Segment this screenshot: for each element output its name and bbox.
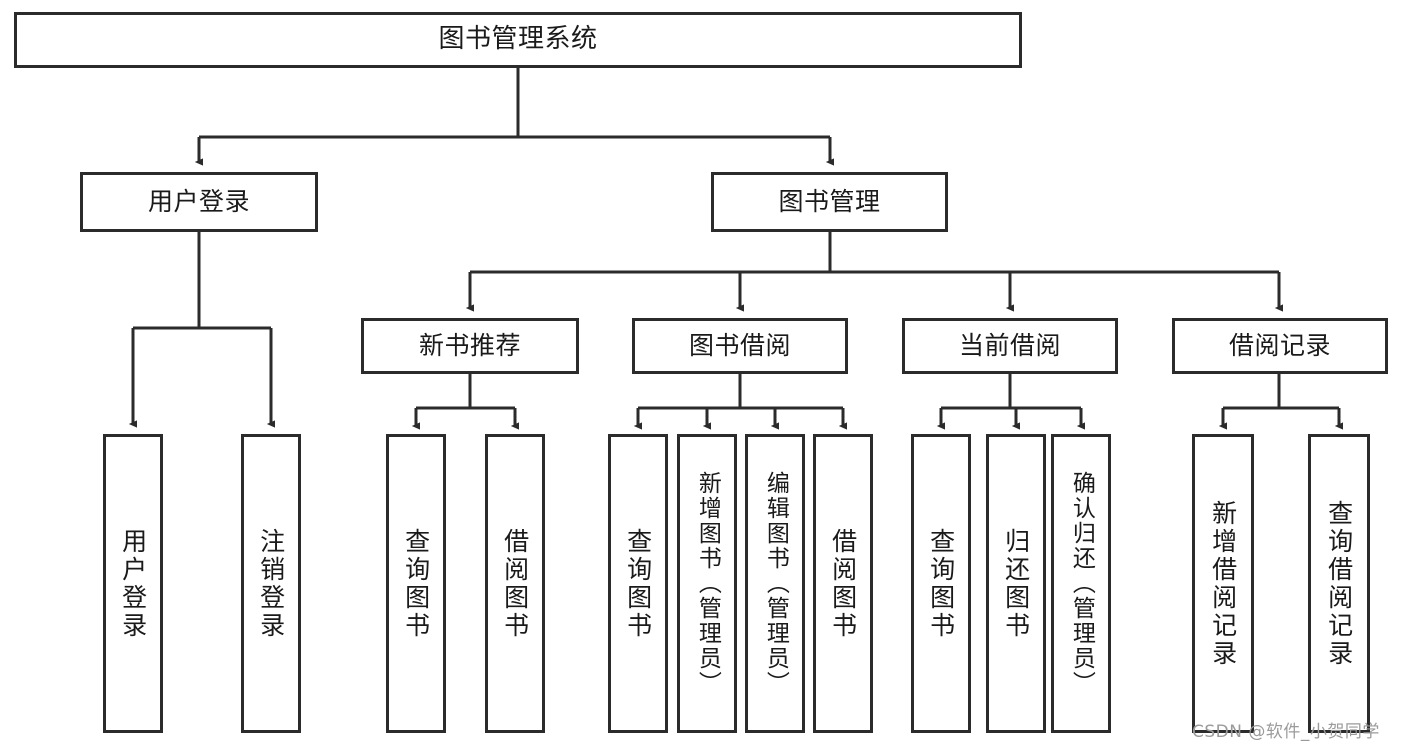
node-label: 借阅图书 [500, 527, 530, 640]
node-label: 图书管理系统 [438, 24, 598, 55]
node-label: 查询图书 [623, 527, 653, 640]
leaf-confirm-return-admin[interactable]: 确认归还（管理员） [1051, 434, 1111, 733]
node-label: 查询借阅记录 [1324, 499, 1354, 668]
node-label: 确认归还（管理员） [1068, 471, 1095, 696]
node-label: 用户登录 [118, 527, 148, 640]
node-label: 编辑图书（管理员） [762, 471, 789, 696]
node-label: 借阅图书 [828, 527, 858, 640]
leaf-edit-book-admin[interactable]: 编辑图书（管理员） [745, 434, 805, 733]
leaf-user-login[interactable]: 用户登录 [103, 434, 163, 733]
node-label: 图书借阅 [688, 330, 791, 360]
node-label: 图书管理 [778, 186, 881, 216]
leaf-query-book-1[interactable]: 查询图书 [386, 434, 446, 733]
node-new-book-recommend[interactable]: 新书推荐 [361, 318, 579, 374]
leaf-return-book[interactable]: 归还图书 [986, 434, 1046, 733]
node-label: 新书推荐 [418, 330, 521, 360]
node-label: 查询图书 [401, 527, 431, 640]
leaf-borrow-book-1[interactable]: 借阅图书 [485, 434, 545, 733]
node-label: 查询图书 [926, 527, 956, 640]
leaf-logout[interactable]: 注销登录 [241, 434, 301, 733]
node-label: 用户登录 [147, 186, 250, 216]
leaf-add-book-admin[interactable]: 新增图书（管理员） [677, 434, 737, 733]
node-label: 注销登录 [256, 527, 286, 640]
leaf-query-borrow-record[interactable]: 查询借阅记录 [1308, 434, 1370, 733]
node-label: 新增图书（管理员） [694, 471, 721, 696]
leaf-borrow-book-2[interactable]: 借阅图书 [813, 434, 873, 733]
node-book-management[interactable]: 图书管理 [711, 172, 948, 232]
node-label: 借阅记录 [1228, 330, 1331, 360]
node-borrow-record[interactable]: 借阅记录 [1172, 318, 1388, 374]
node-label: 当前借阅 [958, 330, 1061, 360]
node-root-book-management-system[interactable]: 图书管理系统 [14, 12, 1022, 68]
csdn-watermark: CSDN @软件_小贺同学 [1192, 722, 1380, 742]
node-label: 新增借阅记录 [1208, 499, 1238, 668]
node-book-borrow[interactable]: 图书借阅 [632, 318, 848, 374]
leaf-query-book-2[interactable]: 查询图书 [608, 434, 668, 733]
node-label: 归还图书 [1001, 527, 1031, 640]
node-user-login[interactable]: 用户登录 [80, 172, 318, 232]
node-current-borrow[interactable]: 当前借阅 [902, 318, 1118, 374]
leaf-query-book-3[interactable]: 查询图书 [911, 434, 971, 733]
leaf-add-borrow-record[interactable]: 新增借阅记录 [1192, 434, 1254, 733]
